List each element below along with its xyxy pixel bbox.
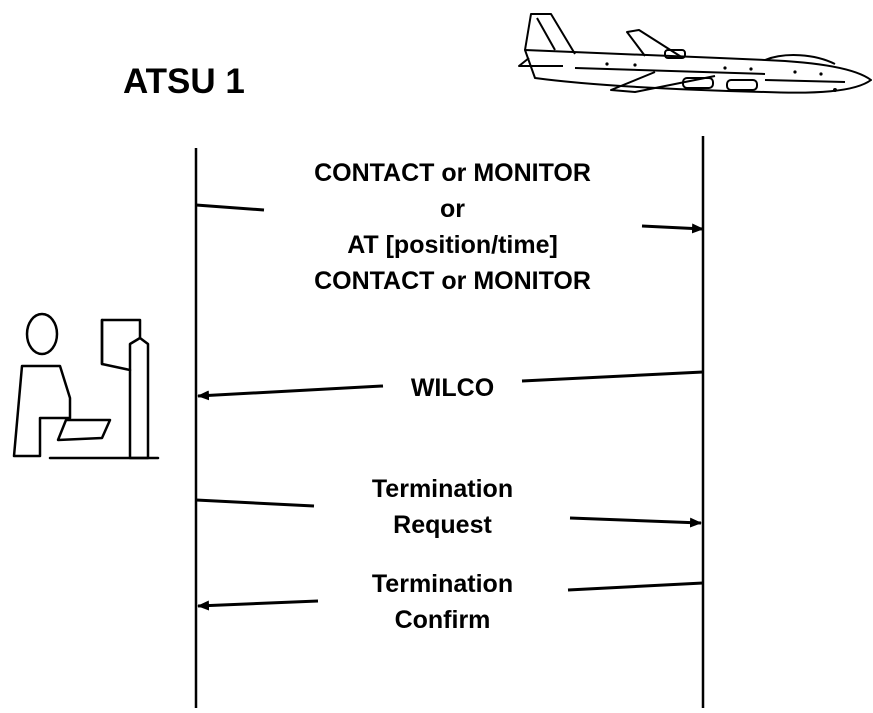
termconf-arrow-right-segment (567, 581, 704, 592)
message-line: Termination (371, 475, 514, 503)
termination-request-message: Termination Request (330, 471, 555, 543)
contact-monitor-message: CONTACT or MONITOR or AT [position/time]… (270, 155, 635, 299)
atsu-title: ATSU 1 (123, 62, 245, 101)
contact-arrow-left-segment (195, 203, 265, 212)
message-line: CONTACT or MONITOR (314, 159, 591, 187)
message-line: AT [position/time] (347, 231, 558, 259)
message-line: CONTACT or MONITOR (314, 267, 591, 295)
termconf-arrow-left-segment (197, 599, 319, 611)
termreq-arrow-left-segment (195, 498, 315, 508)
message-line: Termination (371, 570, 514, 598)
wilco-arrow-right-segment (521, 370, 704, 383)
wilco-arrow-left-segment (197, 384, 384, 401)
contact-arrow-right-segment (641, 223, 704, 234)
message-line: Confirm (394, 606, 491, 634)
termination-confirm-message: Termination Confirm (330, 566, 555, 638)
message-line: Request (393, 511, 492, 539)
airliner-icon (518, 13, 872, 94)
message-line: WILCO (410, 374, 495, 402)
termreq-arrow-right-segment (569, 516, 702, 528)
message-line: or (440, 195, 465, 223)
controller-workstation-icon (12, 312, 160, 460)
wilco-message: WILCO (385, 370, 520, 406)
